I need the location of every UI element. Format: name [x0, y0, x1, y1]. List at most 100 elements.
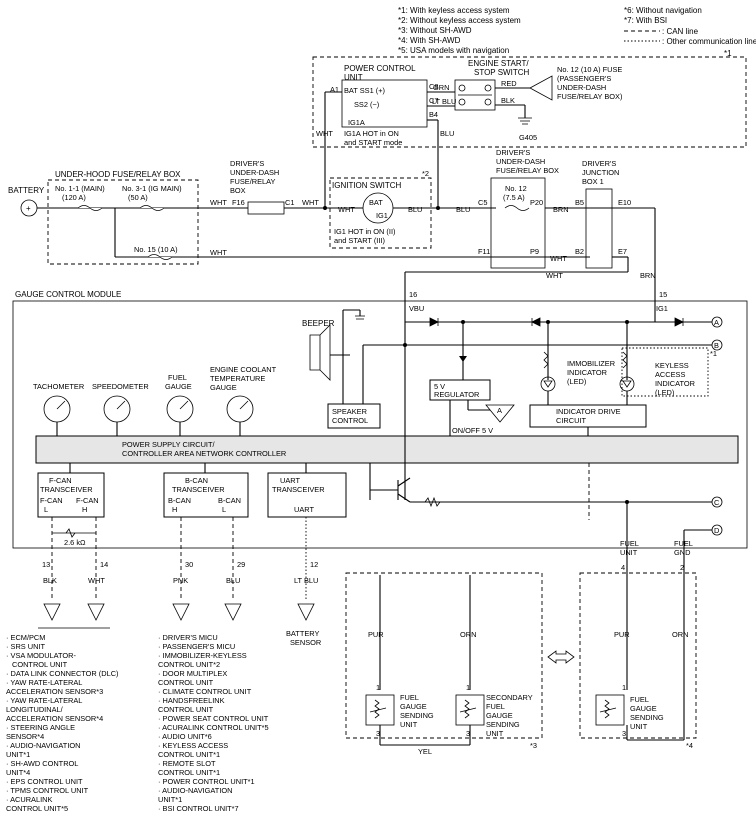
gauge-label: TACHOMETER — [33, 382, 84, 391]
list-item: · IMMOBILIZER-KEYLESS — [158, 651, 247, 660]
splice-dot — [323, 206, 327, 210]
psu-label: POWER SUPPLY CIRCUIT/ — [122, 440, 215, 449]
ref-label: B — [714, 341, 719, 350]
gauge-label: GAUGE — [210, 383, 237, 392]
list-item: CONTROL UNIT*1 — [158, 750, 220, 759]
connector-triangle-icon — [87, 603, 105, 621]
wire-label-yel: YEL — [418, 747, 432, 756]
ground-label: G405 — [519, 133, 537, 142]
immobilizer-label: (LED) — [567, 377, 586, 386]
list-item: · STEERING ANGLE — [6, 723, 75, 732]
pin-label: B4 — [429, 110, 438, 119]
legend: *1: With keyless access system *2: Witho… — [398, 6, 756, 55]
wire-label-pur: PUR — [368, 630, 384, 639]
gauge-label: TEMPERATURE — [210, 374, 265, 383]
ref-d-marker — [711, 524, 723, 536]
gauge-needle — [179, 400, 189, 410]
gauge-label: ENGINE COOLANT — [210, 365, 277, 374]
ground-icon — [355, 315, 365, 320]
list-item: · HANDSFREELINK — [158, 696, 225, 705]
fuel-sender-box-4 — [595, 694, 625, 726]
sender-wiper — [459, 707, 477, 713]
bcan-pin: L — [222, 505, 226, 514]
wire-label-wht: WHT — [550, 254, 567, 263]
wire-label-pnk: PNK — [173, 576, 188, 585]
fcan-device-list: · ECM/PCM · SRS UNIT · VSA MODULATOR- CO… — [6, 633, 119, 813]
junction-box-label: DRIVER'S — [582, 159, 616, 168]
battery-label: BATTERY — [8, 186, 45, 195]
start-switch-contact-icon — [458, 84, 466, 92]
transistor-icon — [397, 477, 411, 487]
ignition-switch-title: IGNITION SWITCH — [332, 181, 402, 190]
pin-label: 30 — [185, 560, 193, 569]
pin-label: 3 — [622, 729, 626, 738]
list-item: · SH-AWD CONTROL — [6, 759, 78, 768]
battery-sensor-label: SENSOR — [290, 638, 321, 647]
driver-fuse-box-label: UNDER-DASH — [230, 168, 279, 177]
regulator-box — [429, 379, 491, 401]
pin-label: C1 — [285, 198, 294, 207]
list-item: UNIT*4 — [6, 768, 30, 777]
list-item: UNIT*1 — [158, 795, 182, 804]
fuel-sender-box — [365, 694, 395, 726]
sender-label: UNIT — [630, 722, 648, 731]
fcan-pin: L — [44, 505, 48, 514]
pin-label: 2 — [680, 563, 684, 572]
wire-label-brn: BRN — [640, 271, 656, 280]
list-item: · AUDIO-NAVIGATION — [6, 741, 80, 750]
bcan-label: B-CAN — [185, 476, 208, 485]
list-item: · YAW RATE-LATERAL — [6, 696, 82, 705]
wire-label-wht: WHT — [316, 129, 333, 138]
fuse12-top-label: UNDER-DASH — [557, 83, 606, 92]
connector-triangle-icon — [297, 603, 315, 621]
wire-label-blu: BLU — [226, 576, 240, 585]
wire-label-blu: BLU — [440, 129, 454, 138]
driver-fuse-box-label: FUSE/RELAY — [230, 177, 276, 186]
swap-arrow-icon — [547, 650, 575, 664]
list-item: · ACURALINK — [6, 795, 52, 804]
legend-item: *2: Without keyless access system — [398, 16, 521, 25]
pin-label: E7 — [618, 247, 627, 256]
resistor-icon — [543, 351, 549, 369]
wire-label-blk: BLK — [43, 576, 57, 585]
resistor-icon — [622, 351, 628, 369]
list-item: CONTROL UNIT — [158, 678, 214, 687]
pin-label: E10 — [618, 198, 631, 207]
ref-label: A — [497, 406, 502, 415]
list-item: · REMOTE SLOT — [158, 759, 216, 768]
fuse12-top-label: (PASSENGER'S — [557, 74, 611, 83]
wire-label-blu: BLU — [456, 205, 470, 214]
list-item: · DRIVER'S MICU — [158, 633, 218, 642]
uart-transceiver-box — [267, 472, 347, 518]
ref-a-marker — [711, 316, 723, 328]
sender-resistor-icon — [374, 699, 380, 719]
diode-icon — [531, 317, 541, 327]
pin-label: A1 — [330, 85, 339, 94]
keyless-label: (LED) — [655, 388, 674, 397]
diode-icon — [429, 317, 439, 327]
ref-c-marker — [711, 496, 723, 508]
pin-label: C8 — [429, 82, 438, 91]
wire-label-blk: BLK — [501, 96, 515, 105]
junction-box-label: BOX 1 — [582, 177, 604, 186]
start-switch-contact-icon — [484, 98, 492, 106]
sender-label: SENDING — [400, 711, 434, 720]
bcan-transceiver-box — [163, 472, 249, 518]
list-item: · EPS CONTROL UNIT — [6, 777, 83, 786]
start-switch-label: ENGINE START/ — [468, 59, 529, 68]
underhood-box-outline — [47, 179, 199, 265]
fuse12-label: (7.5 A) — [503, 193, 525, 202]
wire-label-pur: PUR — [614, 630, 630, 639]
start-switch-label: STOP SWITCH — [474, 68, 529, 77]
wire-label-wht: WHT — [210, 198, 227, 207]
bcan-device-list: · DRIVER'S MICU · PASSENGER'S MICU · IMM… — [158, 633, 269, 813]
keyless-mark: *1 — [710, 349, 717, 358]
pin-label: 1 — [376, 683, 380, 692]
fuse-icon — [77, 205, 103, 211]
legend-item: *4: With SH-AWD — [398, 36, 461, 45]
fcan-pin: H — [82, 505, 87, 514]
speaker-label: SPEAKER — [332, 407, 367, 416]
sender-label: FUEL — [400, 693, 419, 702]
power-control-unit-box — [341, 79, 428, 128]
keyless-label: INDICATOR — [655, 379, 695, 388]
